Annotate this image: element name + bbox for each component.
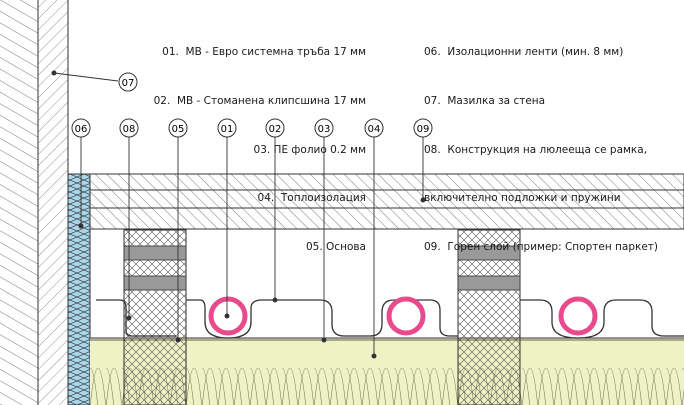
callout-05: 05 — [168, 118, 188, 138]
callout-06: 06 — [71, 118, 91, 138]
pipes — [208, 296, 598, 336]
legend-item-07: 07. Мазилка за стена — [424, 95, 546, 107]
legend-left: 01. МВ - Евро системна тръба 17 мм 02. М… — [154, 12, 366, 271]
legend-right: 06. Изолационни ленти (мин. 8 мм) 07. Ма… — [424, 12, 658, 271]
legend-item-03: 03. ПЕ фолио 0.2 мм — [253, 143, 366, 156]
svg-text:03: 03 — [318, 124, 331, 135]
wall-plaster — [38, 0, 68, 405]
svg-text:08: 08 — [123, 124, 136, 135]
leader-lines — [51, 70, 426, 359]
swing-frame-right — [457, 229, 521, 405]
pipe-3 — [558, 296, 598, 336]
legend-item-01: 01. МВ - Евро системна тръба 17 мм — [162, 46, 366, 59]
swing-frame-left — [123, 229, 187, 405]
legend-item-05: 05. Основа — [306, 240, 366, 253]
legend-item-08-cont: включително подложки и пружини — [424, 192, 621, 205]
svg-text:09: 09 — [417, 124, 430, 135]
svg-text:01: 01 — [221, 124, 234, 135]
callout-02: 02 — [265, 118, 285, 138]
legend-item-06: 06. Изолационни ленти (мин. 8 мм) — [424, 46, 624, 59]
callout-07: 07 — [118, 72, 138, 92]
clip-rail — [96, 299, 684, 339]
legend-item-09: 09. Горен слой (пример: Спортен паркет) — [424, 240, 659, 253]
callout-08: 08 — [119, 118, 139, 138]
callout-04: 04 — [364, 118, 384, 138]
svg-text:04: 04 — [368, 124, 381, 135]
callout-01: 01 — [217, 118, 237, 138]
pipe-2 — [386, 296, 426, 336]
svg-text:06: 06 — [75, 124, 88, 135]
svg-text:07: 07 — [122, 78, 135, 89]
legend-item-02: 02. МВ - Стоманена клипсшина 17 мм — [153, 95, 366, 107]
insulation-strip — [67, 173, 91, 405]
svg-text:02: 02 — [269, 124, 282, 135]
callout-09: 09 — [413, 118, 433, 138]
svg-text:05: 05 — [172, 124, 185, 135]
wall-hatch — [0, 0, 38, 405]
callout-03: 03 — [314, 118, 334, 138]
legend-item-04: 04. Топлоизолация — [257, 192, 366, 205]
insulation-layer — [90, 338, 684, 405]
legend-item-08: 08. Конструкция на люлееща се рамка, — [424, 143, 648, 156]
